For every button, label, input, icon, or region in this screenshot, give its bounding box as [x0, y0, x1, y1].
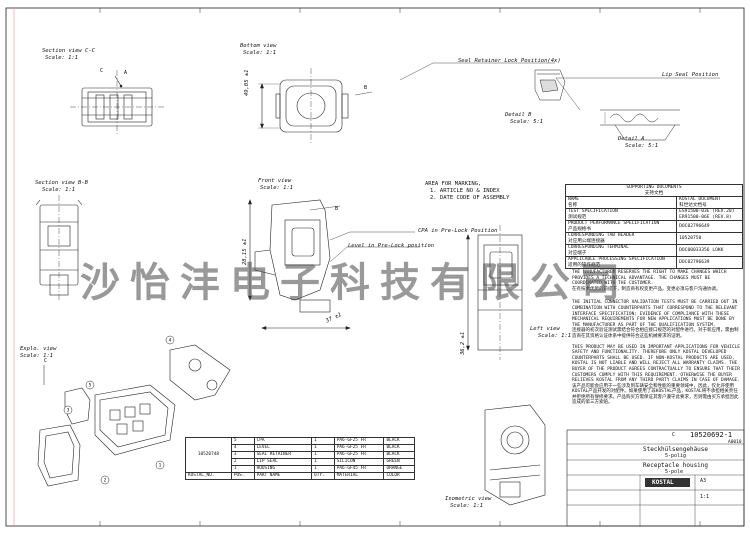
balloon-4	[165, 335, 175, 345]
isometric-view-drawing	[484, 404, 546, 506]
note-info: THIS PRODUCT MAY BE USED IN IMPORTANT AP…	[572, 344, 740, 384]
svg-text:1: 1	[159, 463, 162, 469]
title-sheet: A0010	[728, 440, 742, 445]
bottom-view-scale: Scale: 1:1	[243, 50, 277, 56]
left-view-title: Left view	[530, 326, 560, 332]
section-cc-title: Section view C-C	[42, 48, 95, 54]
detail-a-title: Detail A	[618, 136, 645, 142]
explo-view-drawing	[37, 344, 231, 487]
bottom-view-letter-b: B	[364, 85, 367, 91]
level-label: Level in Pre-Lock position	[348, 243, 435, 249]
explo-view-scale: Scale: 1:1	[20, 353, 54, 359]
detail-b-scale: Scale: 5:1	[510, 119, 544, 125]
title-block-frame	[566, 429, 745, 527]
section-bb-scale: Scale: 1:1	[42, 187, 76, 193]
marking-item-2: 2. DATE CODE OF ASSEMBLY	[430, 195, 510, 201]
cpa-label: CPA in Pre-Lock Position	[418, 228, 498, 234]
note-change: THE MANUFACTURER RESERVES THE RIGHT TO M…	[572, 270, 727, 287]
detail-a-scale: Scale: 5:1	[625, 143, 659, 149]
front-view-drawing	[248, 199, 351, 330]
bottom-view-dim: 49,05 ±1	[244, 69, 250, 97]
isometric-view-scale: Scale: 1:1	[450, 503, 484, 509]
title-company: KOSTAL	[652, 479, 674, 486]
detail-a-drawing	[600, 109, 680, 141]
kostal-logo	[645, 478, 690, 487]
balloon-numbers: 1 2 3 4 5	[67, 338, 172, 484]
watermark-text: 沙怡沣电子科技有限公司	[80, 260, 630, 306]
bottom-view-title: Bottom view	[240, 43, 277, 49]
balloon-5	[85, 380, 95, 390]
section-bb-title: Section view B-B	[35, 180, 88, 186]
title-name-de2: 5-polig	[665, 453, 687, 459]
front-view-letter-b: B	[335, 206, 338, 212]
svg-text:3: 3	[67, 408, 70, 414]
lip-seal-label: Lip Seal Position	[662, 72, 719, 78]
title-part-no: 10520692-1	[690, 431, 733, 439]
bottom-view-drawing	[258, 68, 373, 145]
note-info-cn: 该产品可能会应用于一些涉及到车辆安全和性能的重要领域中，因此，仅允许使用KOST…	[572, 383, 739, 406]
front-view-title: Front view	[258, 178, 292, 184]
section-cc-drawing	[70, 70, 165, 135]
balloons	[63, 335, 175, 485]
title-name-de: Steckhülsengehäuse	[643, 446, 709, 453]
title-scale: 1:1	[700, 494, 710, 500]
svg-text:4: 4	[169, 338, 172, 344]
left-view-scale: Scale: 1:1	[538, 333, 572, 339]
balloon-2	[100, 475, 110, 485]
notes-block: THE MANUFACTURER RESERVES THE RIGHT TO M…	[572, 270, 740, 406]
section-cc-letter-a: A	[124, 70, 127, 76]
sheet-frame	[5, 7, 745, 527]
title-name-en: Receptacle housing	[643, 462, 709, 469]
title-name-en2: 5-pole	[665, 469, 684, 475]
left-view-drawing	[466, 225, 523, 360]
detail-b-title: Detail B	[505, 112, 532, 118]
title-format: A3	[700, 478, 707, 484]
explo-view-title: Explo. view	[20, 346, 57, 352]
svg-text:5: 5	[89, 383, 92, 389]
bom-part-no: 10520748	[185, 437, 232, 473]
section-c-letter: C	[100, 68, 103, 74]
marking-item-1: 1. ARTICLE NO & INDEX	[430, 188, 500, 194]
left-view-dim: 36,2 ±1	[460, 331, 466, 355]
title-index: C	[672, 432, 676, 438]
frame-ticks	[99, 8, 701, 526]
section-bb-drawing	[35, 195, 83, 300]
balloon-1	[155, 460, 165, 470]
seal-retainer-label: Seal Retainer Lock Position(4x)	[458, 58, 561, 64]
explo-letter-c: C	[44, 358, 47, 364]
svg-text:2: 2	[104, 478, 107, 484]
front-view-scale: Scale: 1:1	[260, 185, 294, 191]
section-cc-scale: Scale: 1:1	[45, 55, 79, 61]
detail-b-drawing	[534, 69, 566, 101]
note-validation: THE INITIAL CONNECTOR VALIDATION TESTS M…	[572, 300, 738, 328]
isometric-view-title: Isometric view	[445, 496, 492, 502]
balloon-3	[63, 405, 73, 415]
note-change-cn: 在有技术优势的前提下，制造商有权变更产品。变更必须与客户沟通协调。	[572, 286, 721, 292]
note-validation-cn: 连接器的初次验证测试需结合符合相应接口规范的对配件进行。对于新应用，需由制造商在…	[572, 328, 739, 339]
marking-title: AREA FOR MARKING,	[425, 181, 482, 187]
